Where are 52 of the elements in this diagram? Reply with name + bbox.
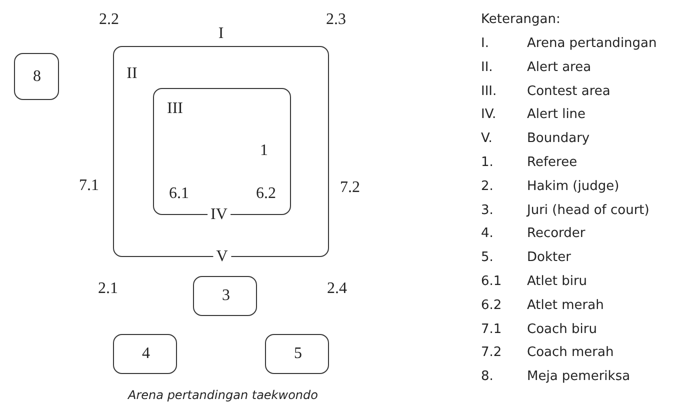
position-label: 2.3 [326,11,346,29]
legend-description: Arena pertandingan [527,35,657,53]
table-box [14,53,59,100]
legend-number: 8. [481,368,494,386]
legend-description: Meja pemeriksa [527,368,630,386]
legend-description: Coach merah [527,344,614,362]
legend-number: IV. [481,106,496,124]
legend-number: V. [481,130,492,148]
legend-number: I. [481,35,489,53]
legend-number: 2. [481,178,494,196]
legend-description: Coach biru [527,320,597,339]
legend-number: II. [481,58,493,77]
area-label: 1 [260,142,268,160]
area-label: 6.1 [169,185,189,203]
area-label: 3 [222,287,230,305]
legend-description: Referee [527,154,578,172]
legend-description: Boundary [527,130,590,148]
legend-heading: Keterangan: [481,11,560,29]
legend-description: Contest area [527,82,610,101]
table-box [265,334,329,374]
legend-description: Alert area [527,58,592,77]
legend-description: Juri (head of court) [527,202,650,220]
position-label: 2.2 [99,11,119,29]
legend-number: 5. [481,249,494,268]
area-label: II [126,65,138,83]
legend-number: 6.2 [481,296,502,315]
legend-number: 1. [481,154,494,172]
position-label: 7.2 [340,179,360,197]
legend-number: 7.1 [481,320,502,339]
position-label: 7.1 [79,177,99,195]
legend-number: III. [481,82,497,101]
legend-description: Atlet merah [527,296,604,315]
legend-number: 3. [481,202,494,220]
position-label: 2.4 [327,280,347,298]
area-label: 4 [142,345,150,363]
area-label: 8 [33,68,41,86]
table-box [113,334,177,374]
area-label: III [167,100,183,118]
legend-description: Hakim (judge) [527,178,620,196]
legend-number: 6.1 [481,273,502,291]
legend-description: Dokter [527,249,571,268]
table-box [193,276,257,316]
legend-description: Atlet biru [527,273,588,291]
position-label: 2.1 [98,280,118,298]
area-label: I [218,25,224,43]
caption: Arena pertandingan taekwondo [126,388,319,402]
legend-number: 7.2 [481,344,502,362]
legend-description: Alert line [527,106,586,124]
area-label: 6.2 [256,185,276,203]
legend-number: 4. [481,225,494,244]
area-label: 5 [294,345,302,363]
legend-description: Recorder [527,225,586,244]
